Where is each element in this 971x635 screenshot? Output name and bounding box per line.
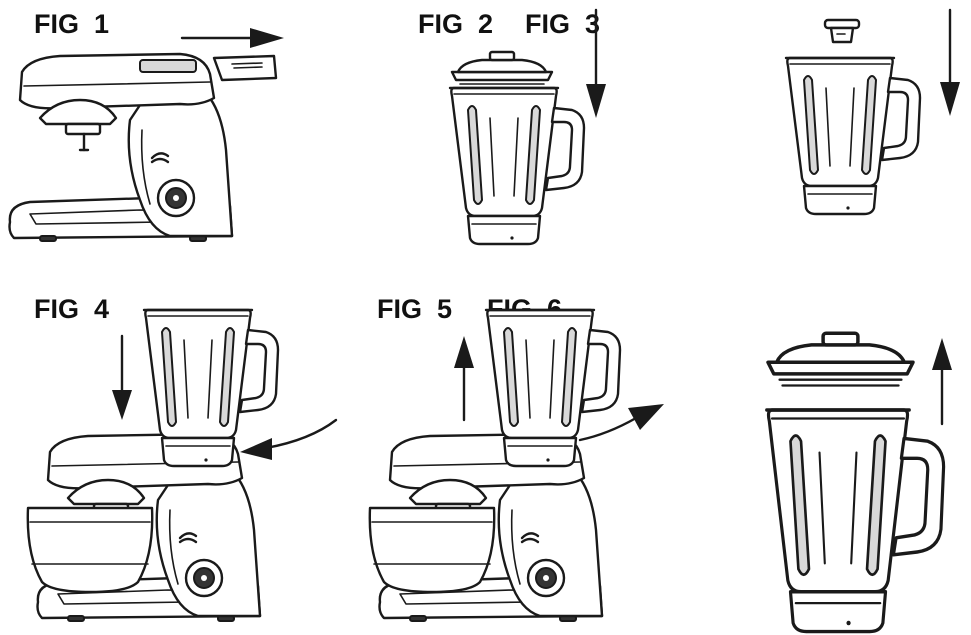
fig-1-label: FIG 1 [34,9,110,39]
fig-5-jug [484,308,622,468]
fig-4-jug [142,308,280,468]
fig-3-jug [784,56,922,216]
fig-6-jug [765,408,946,634]
fig-2-jug [448,86,586,246]
fig-2-lid [450,50,554,90]
fig-6-lid [766,331,915,388]
arrow-icon [240,418,338,460]
arrow-icon [112,334,132,420]
arrow-icon [940,8,960,116]
fig-3-measuring-cap [823,18,861,44]
arrow-icon [932,338,952,426]
arrow-icon [578,404,664,442]
fig-2-label: FIG 2 [418,9,494,39]
arrow-icon [586,8,606,118]
arrow-icon [180,28,284,48]
fig-5-label: FIG 5 [377,294,453,324]
fig-4-label: FIG 4 [34,294,110,324]
arrow-icon [454,336,474,422]
fig-1-outlet-cover [212,54,278,82]
fig-1-mixer [8,52,234,243]
